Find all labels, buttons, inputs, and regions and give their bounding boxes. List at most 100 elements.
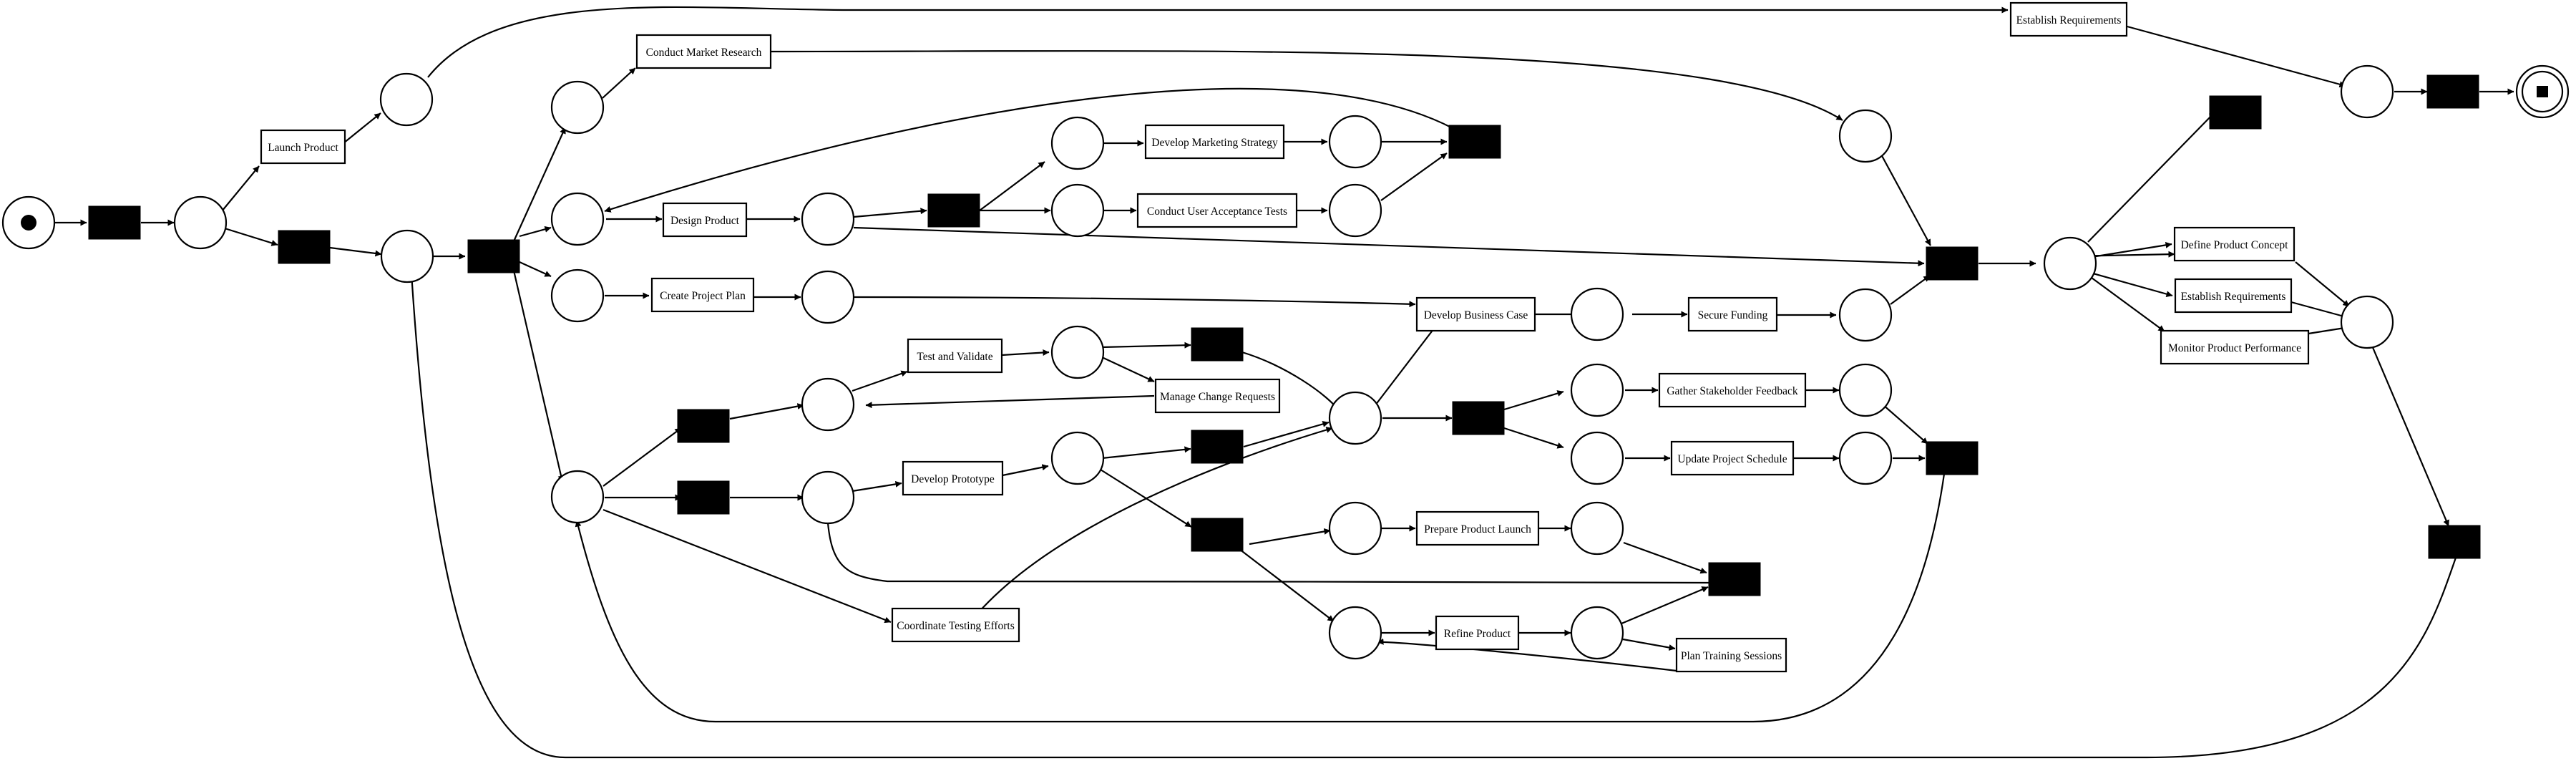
arc (852, 480, 902, 493)
task-box (2174, 278, 2293, 314)
silent-transition (677, 409, 730, 443)
arc (1503, 390, 1564, 411)
arc (519, 226, 552, 238)
arc (1101, 357, 1155, 382)
arc (409, 273, 2457, 759)
silent-transition (467, 239, 520, 273)
arc (1239, 548, 1335, 622)
arc (2290, 301, 2350, 320)
task-label: Update Project Schedule (1677, 453, 1787, 465)
arc (1101, 341, 1191, 349)
place (801, 192, 855, 246)
task-develop-marketing-strategy: Develop Marketing Strategy (1144, 124, 1285, 160)
task-box (662, 202, 748, 238)
task-label: Conduct Market Research (646, 47, 762, 59)
silent-transition (2426, 74, 2479, 109)
task-coordinate-testing-efforts: Coordinate Testing Efforts (891, 607, 1020, 643)
place (2043, 236, 2097, 291)
tasks: Launch Product Conduct Market Research E… (260, 1, 2310, 673)
arc (770, 49, 1843, 121)
arc (1002, 464, 1049, 477)
place (2340, 295, 2394, 349)
task-box (1415, 510, 1540, 546)
place (1328, 183, 1382, 238)
arc (512, 127, 567, 242)
arc (221, 165, 260, 212)
arc (602, 508, 892, 624)
arc (853, 226, 1925, 267)
arc (604, 87, 1453, 213)
place (550, 192, 605, 246)
arc (853, 208, 927, 218)
arc (852, 370, 908, 392)
arc (729, 403, 804, 420)
arc (979, 161, 1045, 211)
arc (1622, 638, 1676, 651)
place (1838, 363, 1893, 417)
task-box (1154, 378, 1281, 414)
arc (602, 67, 636, 99)
task-box (907, 338, 1003, 374)
task-develop-business-case: Develop Business Case (1415, 296, 1536, 332)
place (380, 229, 434, 283)
place (173, 195, 228, 250)
arc (1890, 275, 1931, 305)
task-refine-product: Refine Product (1435, 615, 1520, 651)
task-box (1415, 296, 1536, 332)
task-label: Gather Stakeholder Feedback (1667, 385, 1798, 397)
task-box (2173, 226, 2296, 262)
task-label: Prepare Product Launch (1424, 523, 1531, 535)
places (1, 64, 2570, 660)
arc (1623, 541, 1707, 574)
task-label: Manage Change Requests (1160, 391, 1275, 403)
arc (329, 246, 382, 257)
task-label: Develop Prototype (911, 473, 995, 485)
place (1570, 431, 1624, 485)
place (1838, 109, 1893, 163)
silent-transition (1448, 125, 1501, 159)
place (1328, 606, 1382, 660)
task-label: Define Product Concept (2181, 239, 2288, 251)
task-box (1658, 372, 1807, 408)
task-design-product: Design Product (662, 202, 748, 238)
arcs (55, 6, 2514, 759)
task-box (260, 129, 346, 165)
task-box (2009, 1, 2128, 37)
arc (427, 6, 2009, 78)
arc (1001, 349, 1050, 357)
task-secure-funding: Secure Funding (1687, 296, 1778, 332)
arc (2295, 261, 2350, 307)
start-token (21, 215, 36, 231)
silent-transition (2428, 525, 2481, 559)
arc (2368, 340, 2450, 527)
place (2340, 64, 2394, 119)
arc (1503, 427, 1564, 449)
arc (1380, 152, 1448, 201)
silent-transition (1191, 518, 1244, 552)
arc (519, 261, 552, 278)
task-box (1675, 637, 1787, 673)
silent-transition (1926, 441, 1979, 475)
silent-transition (1708, 562, 1761, 596)
arc (2124, 24, 2346, 88)
silent-transition (677, 480, 730, 515)
task-plan-training-sessions: Plan Training Sessions (1675, 637, 1787, 673)
task-launch-product: Launch Product (260, 129, 346, 165)
arc (602, 427, 682, 487)
place (379, 72, 434, 127)
task-box (1144, 124, 1285, 160)
task-develop-prototype: Develop Prototype (902, 460, 1004, 496)
task-label: Test and Validate (917, 351, 992, 363)
task-label: Establish Requirements (2016, 14, 2122, 26)
arc (865, 394, 1155, 409)
silent-transition (1191, 327, 1244, 362)
arc (575, 473, 1946, 723)
arc (343, 112, 381, 144)
task-label: Refine Product (1444, 628, 1511, 640)
silent-transition (2209, 95, 2262, 130)
place (1328, 501, 1382, 556)
task-label: Develop Marketing Strategy (1151, 137, 1278, 149)
place (1050, 183, 1105, 238)
place (550, 470, 605, 524)
